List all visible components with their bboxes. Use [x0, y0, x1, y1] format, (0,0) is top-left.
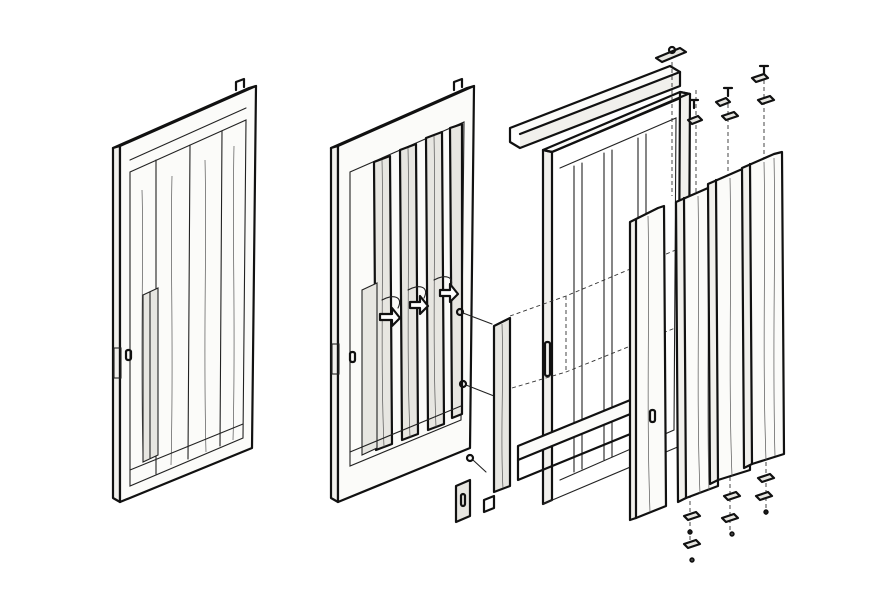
bolt-icon	[687, 509, 769, 563]
exploded-door-frame	[508, 45, 786, 563]
rotate-arrow-icon	[433, 276, 460, 304]
door-panel	[740, 150, 786, 470]
hinge-plate-icon	[682, 472, 776, 550]
screw-icon	[455, 307, 495, 473]
rotate-arrow-icon	[407, 286, 430, 316]
door-panels-rotated	[329, 77, 476, 504]
door-panel	[628, 204, 668, 522]
assembled-door	[111, 77, 258, 504]
strike-plate	[454, 478, 496, 524]
rotate-arrow-icon	[378, 296, 402, 328]
hinge-plate-icon	[654, 45, 776, 126]
bolt-icon	[688, 64, 770, 110]
hardware	[454, 307, 512, 524]
top-rail	[508, 64, 682, 150]
